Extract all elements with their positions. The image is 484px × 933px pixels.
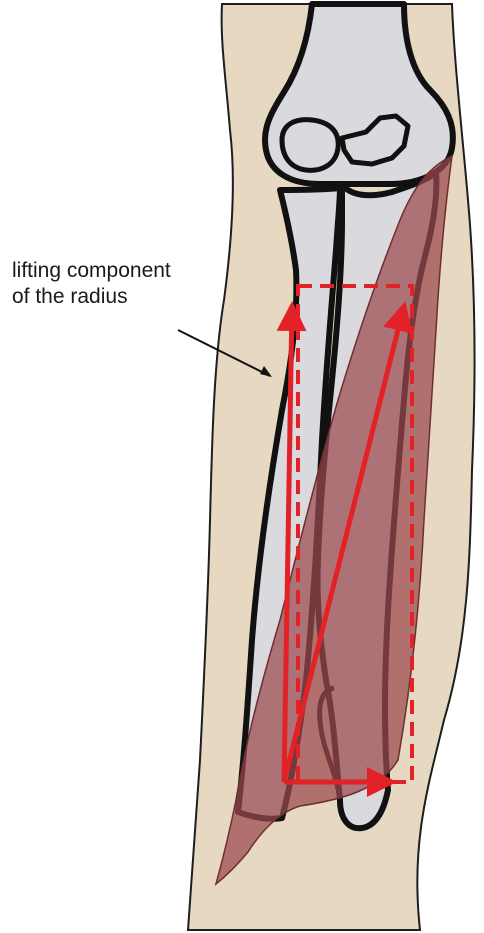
label-line-1: lifting component: [12, 258, 171, 284]
label-line-2: of the radius: [12, 284, 171, 310]
capitulum-outline: [282, 120, 338, 171]
radius-lifting-label: lifting component of the radius: [12, 258, 171, 310]
